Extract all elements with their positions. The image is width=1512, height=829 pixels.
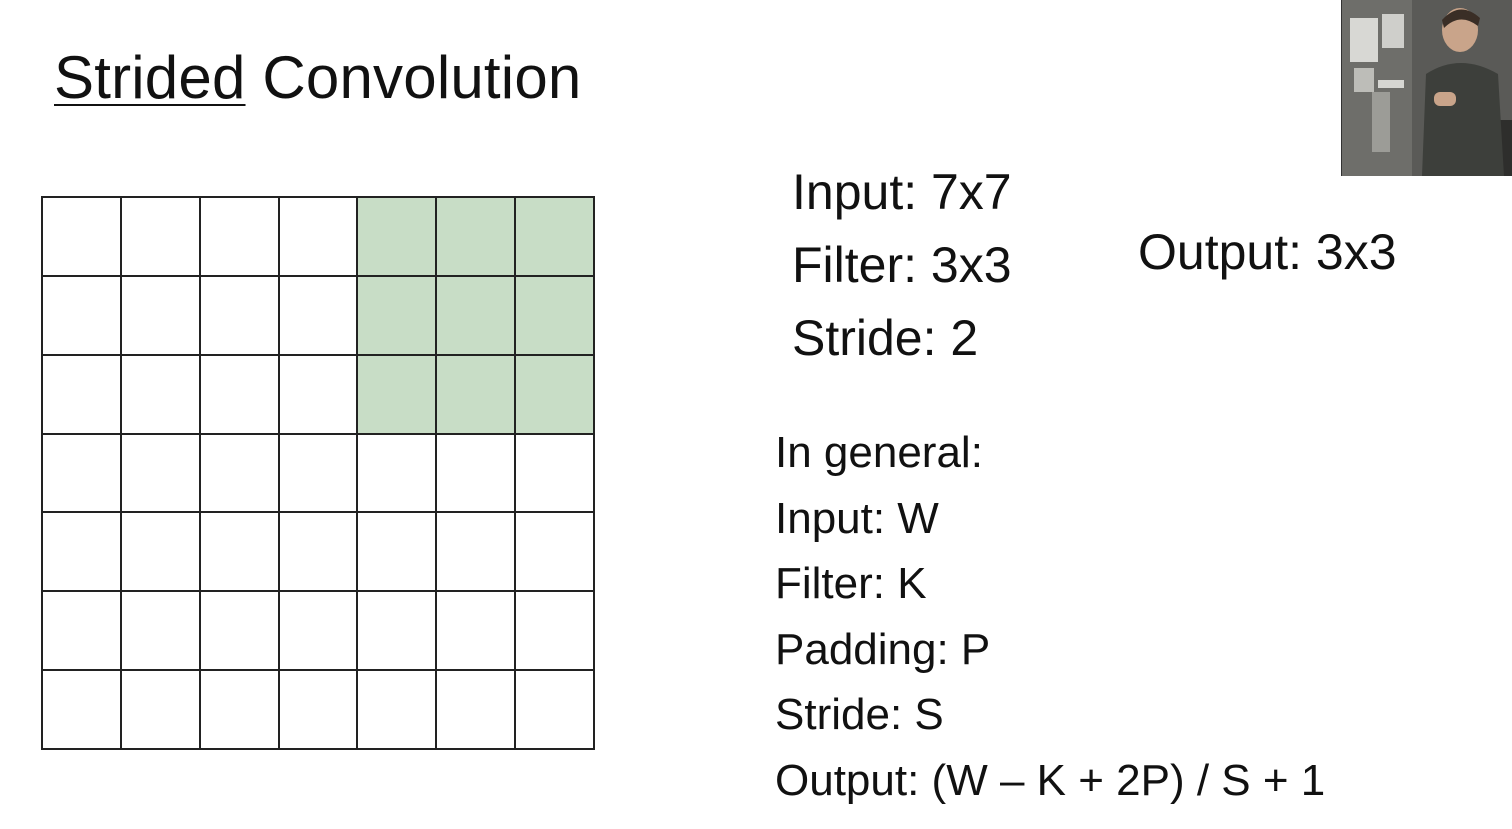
general-formula: In general: Input: W Filter: K Padding: … (775, 420, 1325, 813)
grid-cell (200, 513, 280, 593)
general-heading: In general: (775, 428, 983, 477)
grid-cell (121, 434, 201, 514)
grid-cell-filter (516, 276, 595, 356)
grid-cell (279, 198, 359, 277)
grid-cell (200, 355, 280, 435)
grid-cell (279, 434, 359, 514)
grid-cell (200, 434, 280, 514)
grid-cell (43, 355, 122, 435)
example-filter: Filter: 3x3 (792, 237, 1012, 293)
grid-cell (200, 671, 280, 750)
general-input: Input: W (775, 493, 939, 543)
grid-cell-filter (358, 276, 438, 356)
grid-cell (43, 592, 122, 672)
grid-cell (437, 592, 517, 672)
grid-cell (43, 198, 122, 277)
grid-cell (121, 198, 201, 277)
title-rest: Convolution (245, 44, 582, 111)
presenter-video-frame (1342, 0, 1512, 176)
grid-cell-filter (358, 355, 438, 435)
grid-cell (43, 513, 122, 593)
grid-cell (358, 434, 438, 514)
grid-cell-filter (437, 276, 517, 356)
grid-cell (43, 276, 122, 356)
grid-cell (121, 355, 201, 435)
grid-cell (121, 671, 201, 750)
general-stride: Stride: S (775, 690, 944, 739)
grid-cell (121, 592, 201, 672)
grid-cell (121, 513, 201, 593)
grid-cell (516, 434, 595, 514)
grid-cell (516, 671, 595, 750)
grid-cell (200, 198, 280, 277)
grid-cell (437, 513, 517, 593)
example-stride: Stride: 2 (792, 310, 979, 366)
example-input: Input: 7x7 (792, 164, 1012, 220)
grid-cell (437, 434, 517, 514)
grid-cell (358, 671, 438, 750)
grid-cell (279, 592, 359, 672)
grid-cell (121, 276, 201, 356)
title-underlined-word: Strided (54, 44, 246, 111)
grid-cell-filter (358, 198, 438, 277)
grid-cell-filter (516, 355, 595, 435)
grid-cell (279, 513, 359, 593)
general-filter: Filter: K (775, 559, 927, 608)
grid-cell (200, 276, 280, 356)
grid-cell (43, 434, 122, 514)
grid-cell (516, 513, 595, 593)
grid-cell (279, 276, 359, 356)
input-grid (41, 196, 595, 750)
grid-cell-filter (516, 198, 595, 277)
example-parameters: Input: 7x7 Filter: 3x3 Stride: 2 (792, 156, 1012, 375)
general-output-formula: Output: (W – K + 2P) / S + 1 (775, 755, 1326, 805)
grid-cell (43, 671, 122, 750)
grid-cell (358, 592, 438, 672)
example-output: Output: 3x3 (1138, 224, 1397, 280)
grid-cell-filter (437, 198, 517, 277)
grid-cell (516, 592, 595, 672)
presenter-video-icon (1341, 0, 1512, 176)
grid-cell (437, 671, 517, 750)
grid-cell (279, 355, 359, 435)
grid-cell (200, 592, 280, 672)
grid-cell-filter (437, 355, 517, 435)
grid-cell (358, 513, 438, 593)
slide-title: Strided Convolution (54, 48, 581, 108)
general-padding: Padding: P (775, 624, 991, 674)
grid-cell (279, 671, 359, 750)
